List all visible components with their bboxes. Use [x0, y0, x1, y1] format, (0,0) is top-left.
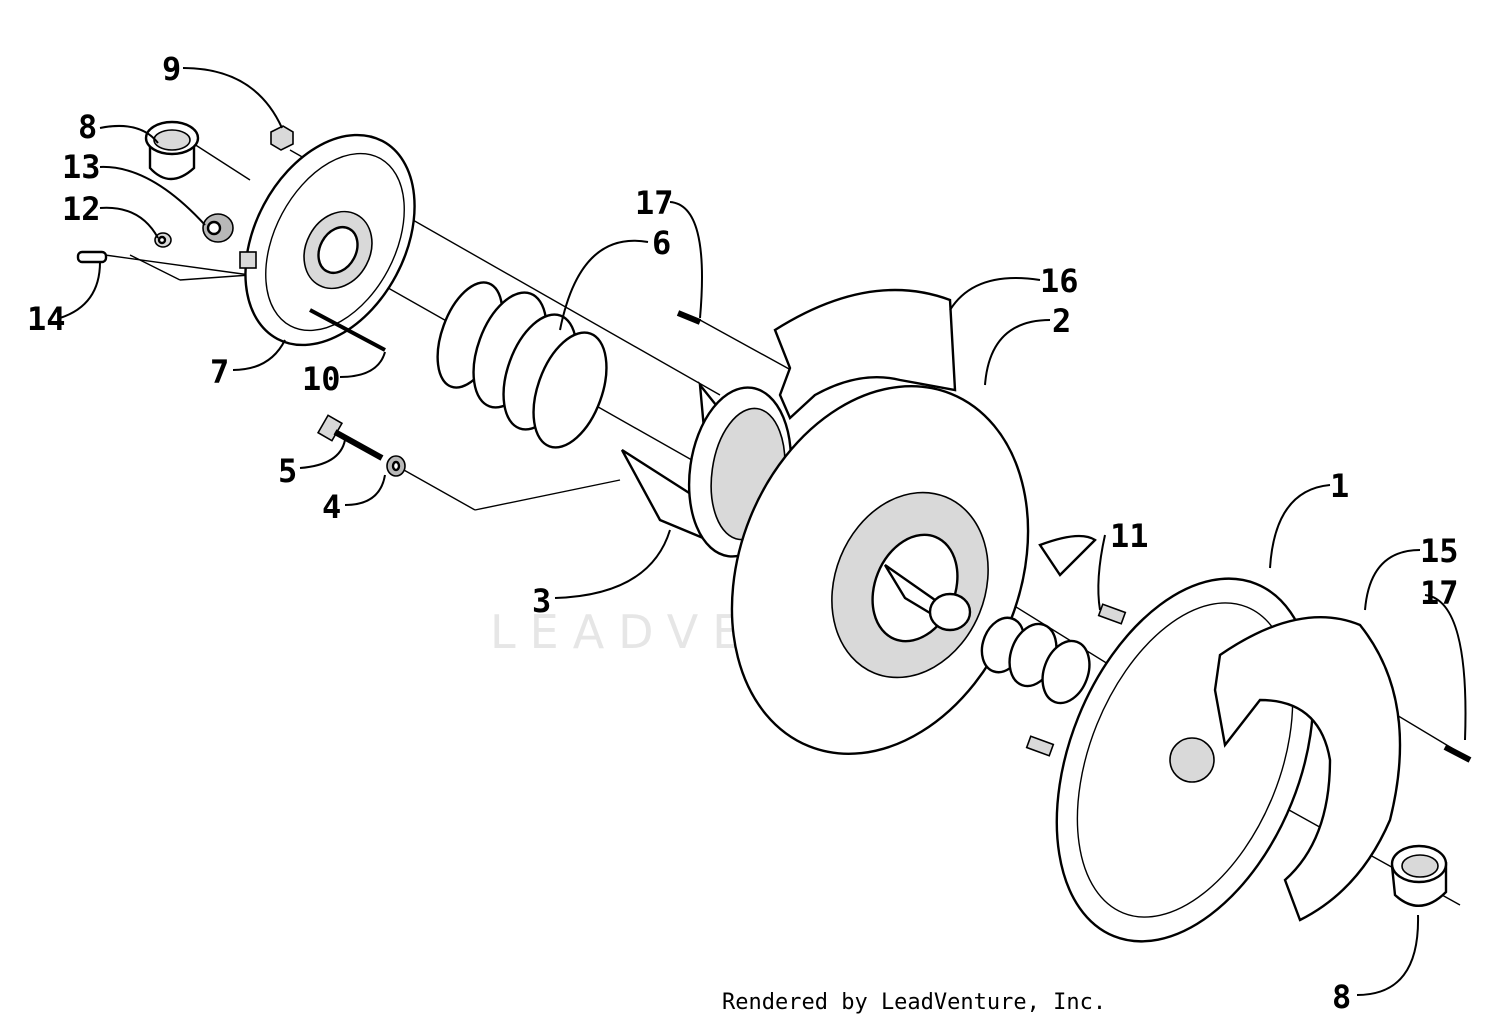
roller — [202, 213, 234, 243]
callout-11: 11 — [1110, 517, 1149, 555]
shield-upper — [773, 288, 957, 421]
pin — [76, 250, 108, 264]
bolt — [316, 414, 384, 461]
screw-lower — [1443, 744, 1472, 763]
callout-14: 14 — [27, 300, 66, 338]
callout-16: 16 — [1040, 262, 1079, 300]
washer-small — [154, 232, 172, 248]
callout-5: 5 — [278, 452, 297, 490]
callout-17-upper: 17 — [635, 184, 674, 222]
movable-sheave — [730, 384, 1030, 756]
callout-15: 15 — [1420, 532, 1459, 570]
callout-2: 2 — [1052, 302, 1071, 340]
callout-10: 10 — [302, 360, 341, 398]
callout-leaders — [59, 67, 1467, 996]
washer-stack — [980, 534, 1097, 705]
shield-lower — [1213, 615, 1402, 922]
callout-9: 9 — [162, 50, 181, 88]
spider-plate — [239, 133, 416, 347]
callout-4: 4 — [322, 488, 341, 526]
callout-labels: 9 8 13 12 14 7 10 6 17 16 2 5 4 3 1 11 1… — [27, 50, 1459, 1016]
callout-8-upper: 8 — [78, 108, 97, 146]
bushing-upper — [144, 120, 200, 181]
washer-bolt — [386, 455, 406, 477]
callout-7: 7 — [210, 353, 229, 391]
callout-6: 6 — [652, 224, 671, 262]
callout-1: 1 — [1330, 467, 1349, 505]
credit-text: Rendered by LeadVenture, Inc. — [722, 990, 1107, 1015]
callout-12: 12 — [62, 190, 101, 228]
bushing-lower — [1390, 844, 1448, 907]
spring — [436, 281, 608, 449]
nut — [270, 125, 294, 151]
callout-8-lower: 8 — [1332, 978, 1351, 1016]
roll-pin — [309, 308, 386, 352]
screw-upper — [676, 310, 702, 325]
callout-3: 3 — [532, 582, 551, 620]
callout-17-lower: 17 — [1420, 574, 1459, 612]
callout-13: 13 — [62, 148, 101, 186]
